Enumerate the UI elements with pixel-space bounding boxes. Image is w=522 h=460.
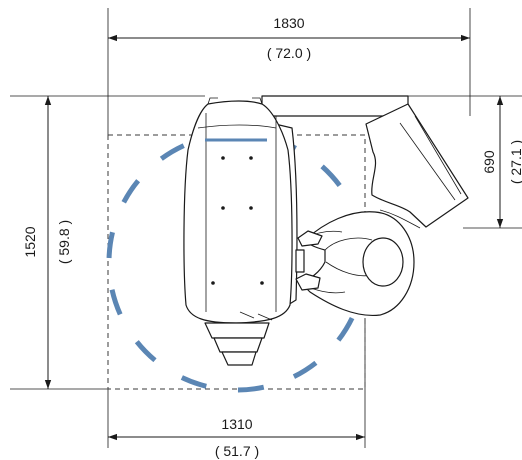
dimension-right-imperial: ( 27.1 ) [508,140,522,184]
operator-head [362,237,404,287]
machine-base-step [204,322,270,339]
dimension-left-imperial: ( 59.8 ) [56,220,72,264]
dimension-left-value: 1520 [22,226,38,257]
dimension-bottom-value: 1310 [221,416,252,432]
control-handle [295,249,305,273]
extension-lines [10,8,522,448]
operator-hand-upper [297,230,323,247]
dimension-right-value: 690 [481,150,497,174]
dimension-bottom: 1310 ( 51.7 ) [108,416,365,459]
side-panel [261,95,469,229]
operator-figure [295,211,415,317]
machine-base-lower [213,337,263,353]
dimension-right: 690 ( 27.1 ) [481,96,522,228]
machine [183,97,293,366]
dimension-top-value: 1830 [273,15,304,31]
dimension-left: 1520 ( 59.8 ) [22,96,72,389]
operator-hand-lower [295,273,321,291]
machine-base-foot [221,351,257,366]
machine-bolts [211,156,264,285]
side-bar [261,95,409,117]
dimension-top: 1830 ( 72.0 ) [108,15,470,61]
folded-panel [365,103,469,228]
machine-body [183,100,293,324]
dimension-bottom-imperial: ( 51.7 ) [215,443,259,459]
dimension-top-imperial: ( 72.0 ) [267,45,311,61]
